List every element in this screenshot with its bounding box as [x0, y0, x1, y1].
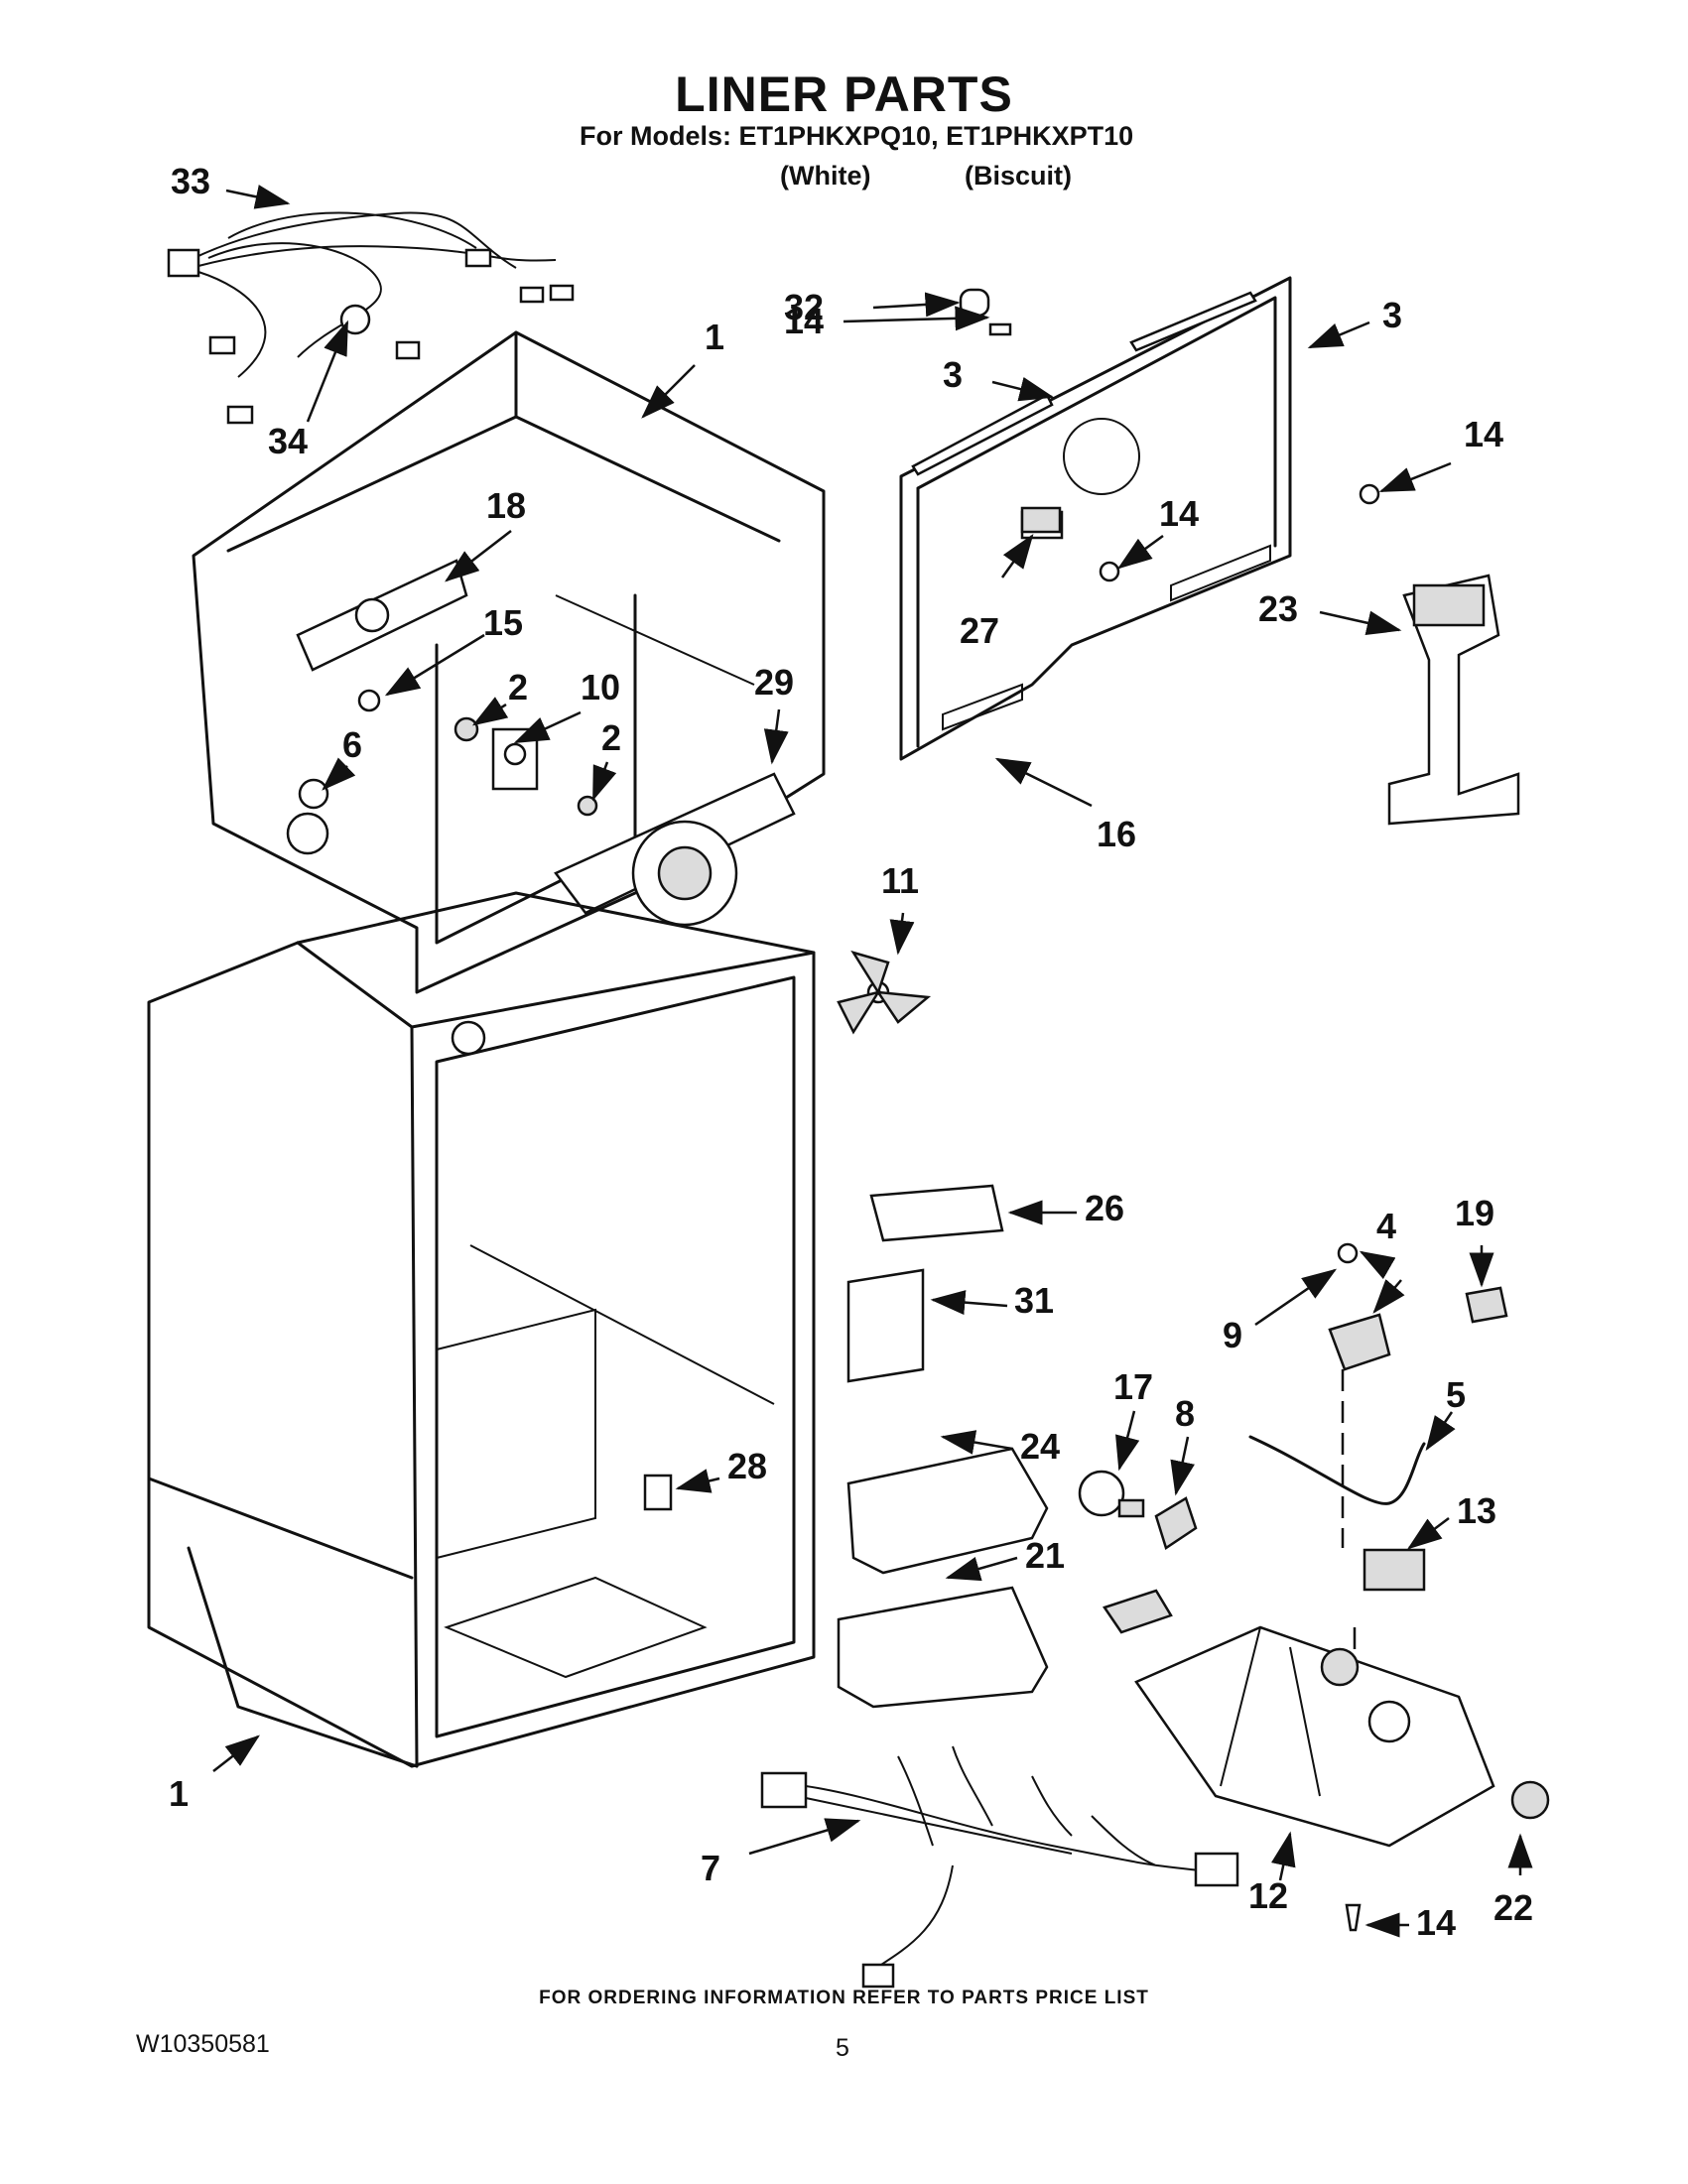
- callout-6: 6: [342, 724, 363, 765]
- callout-3-left: 3: [943, 354, 964, 395]
- callout-10: 10: [581, 667, 621, 707]
- callout-23: 23: [1258, 588, 1299, 629]
- document-number: W10350581: [136, 2030, 270, 2058]
- evaporator-cover-16: [899, 276, 1292, 761]
- light-shield-31: [846, 1268, 925, 1383]
- callout-19: 19: [1455, 1193, 1495, 1233]
- callout-2-left: 2: [508, 667, 529, 707]
- callout-7: 7: [701, 1848, 721, 1888]
- callout-2-right: 2: [601, 717, 622, 758]
- tube-5: [1248, 1435, 1426, 1505]
- ordering-note: FOR ORDERING INFORMATION REFER TO PARTS …: [539, 1988, 1149, 2008]
- callout-34: 34: [268, 421, 309, 461]
- damper-4: [1328, 1313, 1391, 1371]
- callout-14-mid: 14: [1159, 493, 1200, 534]
- wire-harness-7: [760, 1745, 1239, 1989]
- callout-31: 31: [1014, 1280, 1055, 1321]
- bracket-27: [1020, 506, 1062, 534]
- plug-28: [643, 1474, 673, 1511]
- motor-bracket-29: [554, 772, 796, 927]
- screw-14d: [1345, 1903, 1362, 1932]
- callout-12: 12: [1248, 1875, 1289, 1916]
- callout-22: 22: [1493, 1887, 1534, 1928]
- clip-19: [1465, 1286, 1508, 1324]
- callout-29: 29: [754, 662, 795, 703]
- grommet-2a: [454, 716, 479, 742]
- callout-14-bottom: 14: [1416, 1902, 1457, 1943]
- fan-shroud-18: [296, 559, 468, 672]
- screw-14c: [1099, 561, 1120, 582]
- air-duct-23: [1387, 574, 1520, 826]
- callout-5: 5: [1446, 1374, 1467, 1415]
- housing-21: [837, 1586, 1049, 1709]
- callout-18: 18: [486, 485, 527, 526]
- lens-26: [869, 1184, 1004, 1242]
- callout-9: 9: [1223, 1315, 1243, 1355]
- screw-14a: [988, 322, 1012, 336]
- callout-3-right: 3: [1382, 295, 1403, 335]
- gasket-3-top: [1129, 291, 1257, 352]
- callout-24: 24: [1020, 1426, 1061, 1467]
- adapter: [1103, 1589, 1173, 1634]
- callout-28: 28: [727, 1446, 768, 1486]
- color-biscuit-label: (Biscuit): [965, 161, 1072, 191]
- callout-33: 33: [171, 161, 211, 201]
- callout-15: 15: [483, 602, 524, 643]
- callout-17: 17: [1113, 1366, 1154, 1407]
- screw-9: [1337, 1242, 1359, 1264]
- wire-harness-33: [167, 211, 575, 425]
- callout-11: 11: [881, 860, 920, 901]
- callout-16: 16: [1097, 814, 1137, 854]
- page-number: 5: [836, 2034, 849, 2062]
- refrigerator-liner-1: [147, 891, 816, 1768]
- callout-14-right: 14: [1464, 414, 1504, 454]
- page-title: LINER PARTS: [675, 66, 1013, 122]
- callout-14-top: 14: [784, 301, 825, 341]
- bulb-17: [1078, 1470, 1145, 1518]
- callout-4: 4: [1376, 1206, 1397, 1246]
- callout-13: 13: [1457, 1490, 1497, 1531]
- screw-14b: [1359, 483, 1380, 505]
- knob-6: [298, 778, 329, 810]
- grommet-2b: [577, 795, 598, 817]
- spacer-32: [959, 288, 990, 318]
- gasket-3-left: [911, 393, 1054, 476]
- callout-8: 8: [1175, 1393, 1196, 1434]
- light-housing-24: [846, 1447, 1049, 1575]
- callout-26: 26: [1085, 1188, 1125, 1228]
- freezer-liner-1: [192, 330, 826, 994]
- callout-27: 27: [960, 610, 1000, 651]
- callout-32: 32: [784, 287, 825, 327]
- models-line: For Models: ET1PHKXPQ10, ET1PHKXPT10: [580, 121, 1134, 151]
- callout-21: 21: [1025, 1535, 1066, 1576]
- fan-blade-11: [837, 950, 932, 1035]
- switch-13: [1363, 1548, 1426, 1592]
- screw-15: [357, 689, 381, 712]
- knob-22: [1510, 1780, 1550, 1820]
- callout-1-upper: 1: [705, 317, 725, 357]
- callout-1-lower: 1: [169, 1773, 190, 1814]
- color-white-label: (White): [780, 161, 871, 191]
- control-housing-12: [1134, 1625, 1495, 1848]
- socket-8: [1154, 1496, 1198, 1550]
- callout-arrows: [212, 185, 1533, 1938]
- thermostat-10: [491, 727, 539, 791]
